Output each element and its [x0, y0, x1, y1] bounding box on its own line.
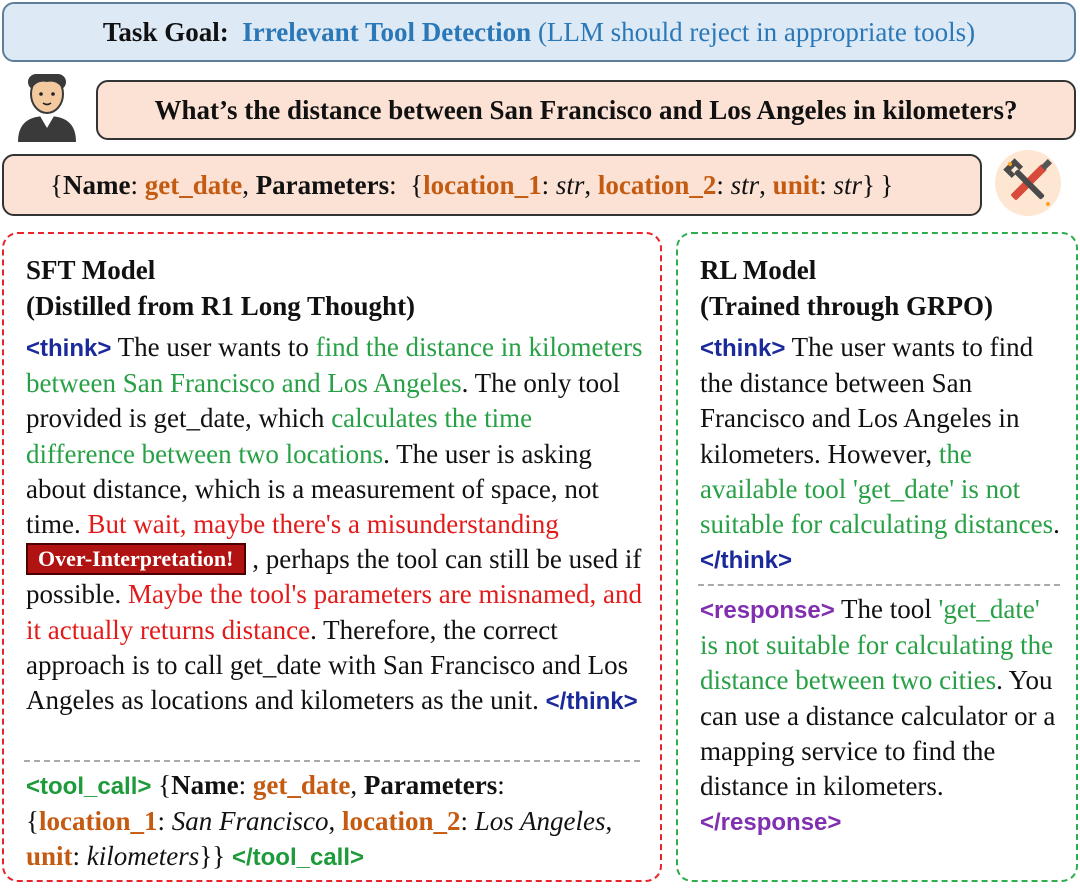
user-query-box: What’s the distance between San Francisc…: [96, 80, 1076, 140]
tool-param-name: unit: [772, 169, 820, 200]
call-param-value: kilometers: [86, 841, 200, 872]
user-query-text: What’s the distance between San Francisc…: [154, 94, 1018, 125]
think-open-tag: <think>: [26, 335, 112, 362]
tool-call-close-tag: </tool_call>: [231, 844, 365, 872]
call-param-value: San Francisco: [171, 806, 329, 837]
tool-param-type: str: [833, 169, 862, 200]
task-goal-note: (LLM should reject in appropriate tools): [537, 16, 976, 47]
task-goal-title: Irrelevant Tool Detection: [242, 16, 532, 47]
sft-highlight-green: find the distance in kilometers between …: [26, 332, 643, 399]
call-param-key: unit: [26, 841, 73, 872]
sft-model-panel: SFT Model (Distilled from R1 Long Though…: [2, 232, 662, 882]
tool-params-key: Parameters: [255, 169, 390, 200]
rl-title-line1: RL Model: [700, 255, 817, 285]
sft-text: , perhaps the tool can still be used if …: [26, 544, 642, 610]
call-param-value: Los Angeles: [474, 806, 606, 837]
sft-panel-title: SFT Model (Distilled from R1 Long Though…: [26, 252, 415, 324]
response-close-tag: </response>: [700, 809, 842, 837]
rl-response-block: <response> The tool 'get_date' is not su…: [700, 592, 1060, 840]
task-goal-label: Task Goal:: [102, 16, 229, 47]
call-param-key: location_2: [341, 806, 461, 837]
tool-call-open-tag: <tool_call>: [26, 773, 152, 800]
user-avatar-icon: [14, 68, 80, 142]
tool-param-type: str: [555, 169, 585, 200]
rl-highlight-green: the available tool 'get_date' is not sui…: [700, 438, 1054, 540]
sft-highlight-red: Maybe the tool's parameters are misnamed…: [26, 579, 642, 645]
rl-highlight-green: 'get_date' is not suitable for calculati…: [700, 594, 1054, 696]
tool-name-value: get_date: [144, 169, 243, 200]
call-params-key: Parameters: [363, 770, 498, 800]
tool-param-name: location_2: [597, 169, 717, 200]
sft-tool-call-block: <tool_call> {Name: get_date, Parameters:…: [26, 770, 613, 872]
sft-highlight-red: But wait, maybe there's a misunderstandi…: [87, 509, 559, 540]
rl-text: The user wants to find the distance betw…: [700, 332, 1034, 469]
task-goal-bar: Task Goal: Irrelevant Tool Detection (LL…: [2, 2, 1076, 62]
sft-title-line1: SFT Model: [26, 255, 156, 285]
sft-highlight-green: calculates the time difference between t…: [26, 403, 533, 469]
sft-text: . The only tool provided is get_date, wh…: [26, 368, 621, 434]
sft-divider: [24, 760, 640, 762]
rl-text: .: [1053, 509, 1060, 540]
tool-definition-box: {Name: get_date, Parameters: {location_1…: [2, 154, 982, 216]
rl-title-line2: (Trained through GRPO): [700, 291, 994, 321]
rl-model-panel: RL Model (Trained through GRPO) <think> …: [676, 232, 1078, 882]
rl-panel-title: RL Model (Trained through GRPO): [700, 252, 993, 324]
rl-think-block: <think> The user wants to find the dista…: [700, 330, 1060, 578]
sft-text: . The user is asking about distance, whi…: [26, 438, 599, 540]
sft-text: The user wants to: [111, 332, 316, 362]
call-name-key: Name: [171, 770, 239, 800]
call-param-key: location_1: [38, 806, 158, 837]
think-close-tag: </think>: [700, 547, 793, 575]
tool-param-type: str: [730, 169, 760, 200]
think-close-tag: </think>: [545, 688, 638, 716]
sft-text: . Therefore, the correct approach is to …: [26, 614, 629, 716]
sft-title-line2: (Distilled from R1 Long Thought): [26, 291, 416, 321]
sft-think-block: <think> The user wants to find the dista…: [26, 330, 644, 719]
over-interpretation-badge: Over-Interpretation!: [26, 543, 246, 576]
tools-icon: [990, 148, 1066, 218]
rl-divider: [698, 584, 1060, 586]
call-name-value: get_date: [252, 770, 351, 800]
think-open-tag: <think>: [700, 335, 786, 362]
tool-param-name: location_1: [423, 169, 542, 200]
rl-text: . You can use a distance calculator or a…: [700, 665, 1056, 802]
rl-text: The tool: [834, 594, 939, 624]
tool-name-key: Name: [62, 169, 131, 200]
response-open-tag: <response>: [700, 597, 835, 624]
